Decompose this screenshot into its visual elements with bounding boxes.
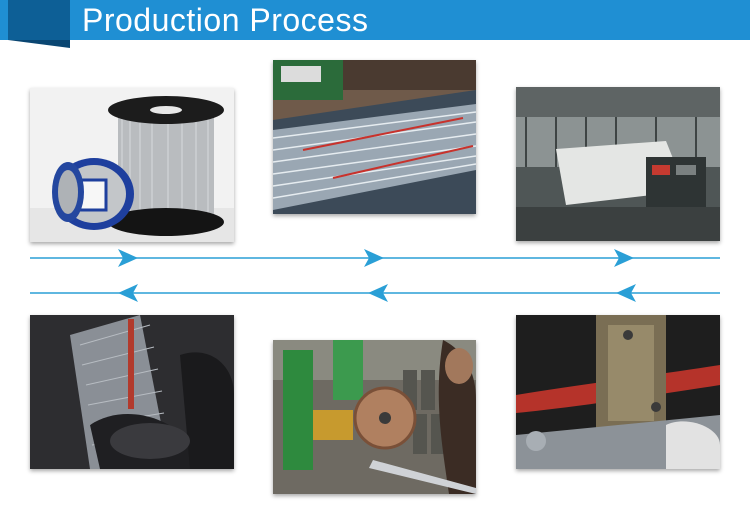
page-title: Production Process bbox=[82, 2, 369, 38]
banner-tab bbox=[8, 0, 70, 40]
photo-weld-joint bbox=[516, 315, 720, 469]
photo-mesh-cylinder bbox=[30, 315, 234, 469]
banner-fold bbox=[8, 40, 70, 48]
photo-warping-drum bbox=[273, 60, 476, 214]
flow-arrow-forward bbox=[30, 248, 720, 268]
flow-arrow-backward bbox=[30, 283, 720, 303]
photo-cutting-disc bbox=[273, 340, 476, 494]
title-banner bbox=[0, 0, 750, 40]
photo-wire-spools bbox=[30, 88, 234, 242]
photo-weaving-loom bbox=[516, 87, 720, 241]
